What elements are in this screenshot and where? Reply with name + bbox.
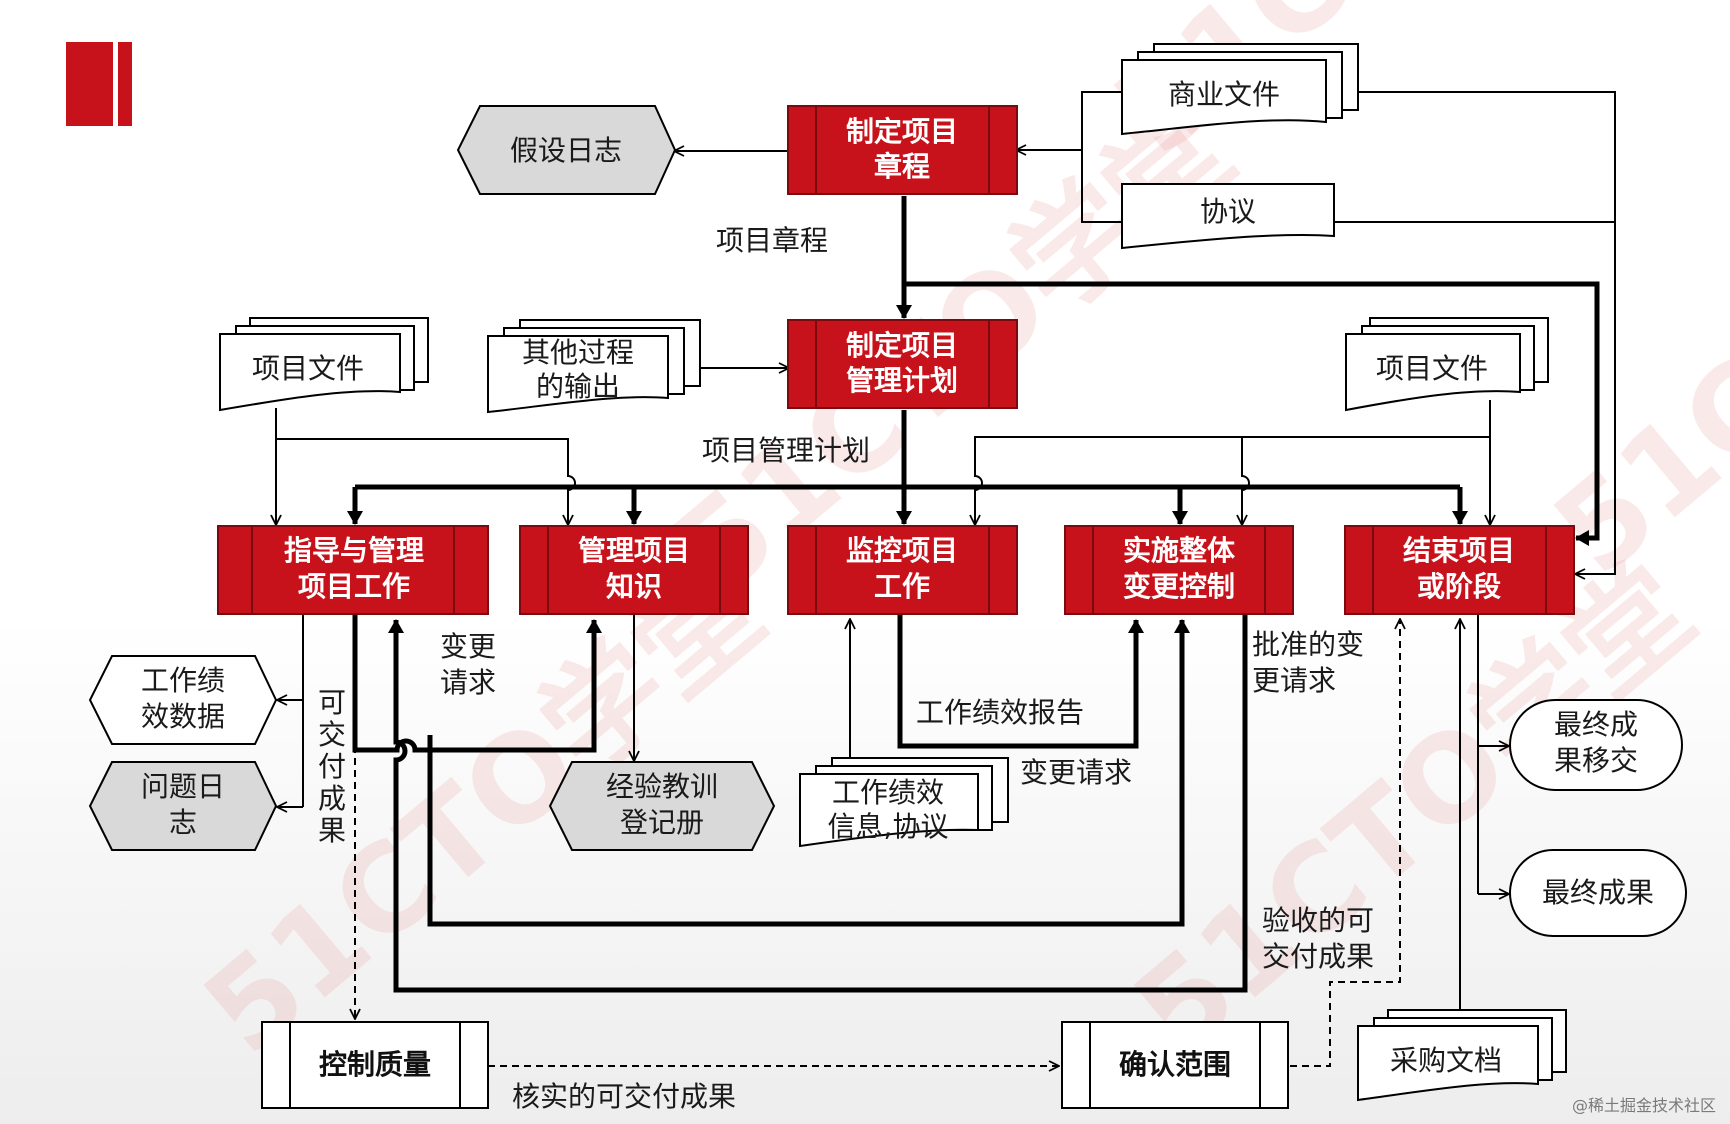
label-work-perf-reports: 工作绩效报告 <box>916 696 1084 729</box>
output-label: 登记册 <box>620 806 704 839</box>
label-verified-deliverables: 核实的可交付成果 <box>512 1080 736 1113</box>
process-integrated-change-control[interactable]: 实施整体 变更控制 <box>1064 525 1294 615</box>
label-change-requests-2: 变更请求 <box>1020 756 1132 789</box>
svg-text:批准的变: 批准的变 <box>1252 628 1364 661</box>
process-label: 实施整体 <box>1123 534 1236 567</box>
process-control-quality[interactable]: 控制质量 <box>261 1021 489 1109</box>
label-pm-plan: 项目管理计划 <box>702 434 870 467</box>
label-deliverables: 可 交 付 成 果 <box>318 686 346 847</box>
label-project-charter: 项目章程 <box>716 224 828 257</box>
process-label: 工作 <box>874 570 930 603</box>
output-label: 效数据 <box>141 700 225 733</box>
process-develop-pm-plan[interactable]: 制定项目 管理计划 <box>787 319 1018 409</box>
process-label: 监控项目 <box>846 534 958 567</box>
process-direct-manage-work[interactable]: 指导与管理 项目工作 <box>217 525 489 615</box>
process-close-project[interactable]: 结束项目 或阶段 <box>1344 525 1575 615</box>
process-label: 变更控制 <box>1123 570 1235 603</box>
footer-credit: @稀土掘金技术社区 <box>1571 1096 1716 1115</box>
output-label: 经验教训 <box>606 770 718 803</box>
process-label: 指导与管理 <box>284 534 424 567</box>
doc-label: 的输出 <box>536 370 620 403</box>
process-label: 确认范围 <box>1119 1048 1231 1081</box>
svg-text:变更: 变更 <box>440 630 496 663</box>
process-develop-charter[interactable]: 制定项目 章程 <box>787 105 1018 195</box>
process-label: 制定项目 <box>846 329 958 362</box>
process-label: 知识 <box>606 570 662 603</box>
process-label: 或阶段 <box>1417 570 1501 603</box>
output-label: 问题日 <box>141 770 225 803</box>
process-validate-scope[interactable]: 确认范围 <box>1061 1021 1289 1109</box>
doc-business-documents[interactable]: 商业文件 <box>1121 43 1359 136</box>
svg-text:付: 付 <box>318 750 346 783</box>
output-label: 工作绩 <box>141 664 225 697</box>
connectors <box>276 91 1616 1066</box>
output-work-performance-data[interactable]: 工作绩 效数据 <box>88 655 278 745</box>
doc-procurement-documents[interactable]: 采购文档 <box>1357 1009 1567 1102</box>
doc-label: 信息,协议 <box>828 810 949 843</box>
doc-project-documents-left[interactable]: 项目文件 <box>219 317 429 412</box>
label-change-requests-1: 变更 请求 <box>440 630 496 699</box>
doc-label: 协议 <box>1200 195 1256 228</box>
svg-text:交: 交 <box>318 718 346 751</box>
output-label: 假设日志 <box>510 134 622 167</box>
svg-text:可: 可 <box>318 686 346 719</box>
process-manage-knowledge[interactable]: 管理项目 知识 <box>519 525 749 615</box>
process-label: 章程 <box>874 150 930 183</box>
output-final-result[interactable]: 最终成果 <box>1509 849 1687 937</box>
svg-text:交付成果: 交付成果 <box>1262 940 1374 973</box>
doc-label: 工作绩效 <box>832 776 944 809</box>
output-issue-log[interactable]: 问题日 志 <box>88 761 278 851</box>
watermark: 51CTO学堂 <box>1529 59 1730 602</box>
svg-text:成: 成 <box>318 782 346 815</box>
output-label: 果移交 <box>1554 744 1638 777</box>
process-label: 结束项目 <box>1403 534 1515 567</box>
output-label: 最终成果 <box>1542 876 1654 909</box>
output-final-transition[interactable]: 最终成 果移交 <box>1509 699 1683 791</box>
doc-agreements[interactable]: 协议 <box>1121 183 1335 250</box>
process-label: 管理计划 <box>846 364 958 397</box>
svg-text:更请求: 更请求 <box>1252 664 1336 697</box>
process-label: 管理项目 <box>578 534 690 567</box>
doc-label: 项目文件 <box>252 352 364 385</box>
svg-text:请求: 请求 <box>440 666 496 699</box>
output-label: 志 <box>169 806 197 839</box>
logo-mark <box>66 42 132 126</box>
doc-work-performance-info[interactable]: 工作绩效 信息,协议 <box>799 757 1009 848</box>
doc-other-process-outputs[interactable]: 其他过程 的输出 <box>487 319 701 414</box>
doc-label: 商业文件 <box>1168 78 1280 111</box>
process-label: 控制质量 <box>319 1048 431 1081</box>
process-label: 制定项目 <box>846 115 958 148</box>
watermark: 51CTO学堂 <box>1109 539 1718 1082</box>
label-accepted-deliverables: 验收的可 交付成果 <box>1262 904 1374 973</box>
svg-text:果: 果 <box>318 814 346 847</box>
process-label: 项目工作 <box>298 570 410 603</box>
doc-label: 项目文件 <box>1376 352 1488 385</box>
output-label: 最终成 <box>1554 708 1638 741</box>
output-assumption-log[interactable]: 假设日志 <box>456 105 677 195</box>
doc-label: 其他过程 <box>522 336 634 369</box>
doc-label: 采购文档 <box>1390 1044 1502 1077</box>
label-approved-change-requests: 批准的变 更请求 <box>1252 628 1364 697</box>
output-lessons-learned-register[interactable]: 经验教训 登记册 <box>548 761 776 851</box>
process-monitor-control-work[interactable]: 监控项目 工作 <box>787 525 1018 615</box>
svg-text:验收的可: 验收的可 <box>1262 904 1374 937</box>
doc-project-documents-right[interactable]: 项目文件 <box>1345 317 1549 412</box>
